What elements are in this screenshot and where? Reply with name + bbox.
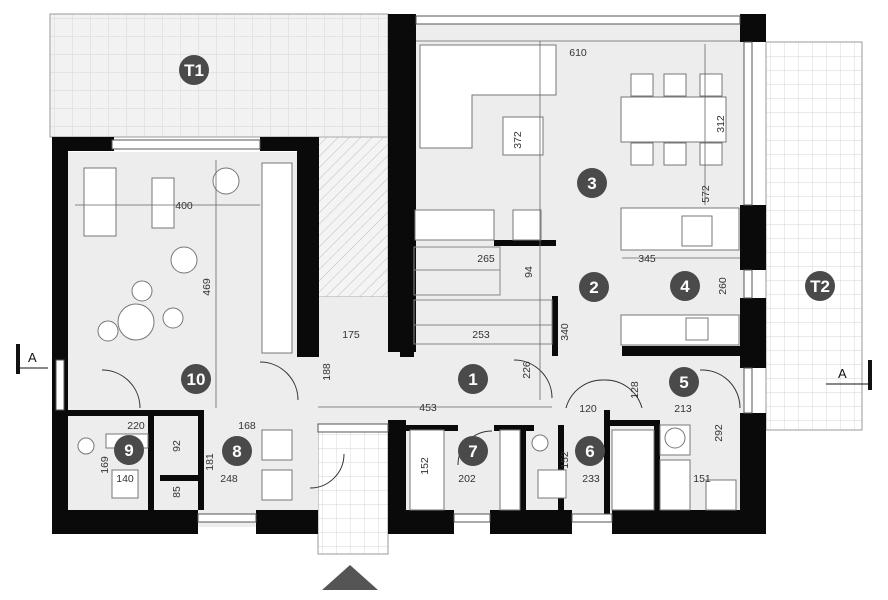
- svg-text:T2: T2: [810, 277, 830, 296]
- room-badge-t2: T2: [805, 271, 835, 301]
- dim-151: 151: [693, 473, 711, 485]
- dim-292: 292: [713, 424, 725, 442]
- dim-340: 340: [559, 323, 571, 341]
- svg-text:8: 8: [232, 442, 241, 461]
- dim-610: 610: [569, 47, 587, 59]
- room-badge-10: 10: [181, 364, 211, 394]
- dim-94: 94: [523, 266, 535, 278]
- shaft-hatch: [317, 136, 389, 298]
- svg-text:7: 7: [468, 442, 477, 461]
- room-badge-7: 7: [458, 436, 488, 466]
- room-badge-1: 1: [458, 364, 488, 394]
- svg-text:A: A: [28, 350, 37, 365]
- svg-text:T1: T1: [184, 61, 204, 80]
- svg-text:6: 6: [585, 442, 594, 461]
- dim-220: 220: [127, 420, 145, 432]
- dim-372: 372: [512, 131, 524, 149]
- dim-181: 181: [204, 453, 216, 471]
- dim-572: 572: [700, 185, 712, 203]
- dim-265: 265: [477, 253, 495, 265]
- room-badge-3: 3: [577, 168, 607, 198]
- dim-175: 175: [342, 329, 360, 341]
- dim-152-right: 152: [559, 451, 571, 469]
- terrace-t1: [49, 13, 389, 138]
- room-badge-8: 8: [222, 436, 252, 466]
- svg-text:1: 1: [468, 370, 477, 389]
- entrance-steps: [317, 431, 389, 555]
- dim-233: 233: [582, 473, 600, 485]
- room-badge-6: 6: [575, 436, 605, 466]
- dim-168: 168: [238, 420, 256, 432]
- dim-226: 226: [521, 361, 533, 379]
- walls: [52, 14, 766, 534]
- dim-120: 120: [579, 403, 597, 415]
- dim-128: 128: [629, 381, 641, 399]
- svg-text:10: 10: [187, 370, 206, 389]
- door-swings: [101, 359, 741, 489]
- room-badge-4: 4: [670, 271, 700, 301]
- dim-152-left: 152: [419, 457, 431, 475]
- dim-213: 213: [674, 403, 692, 415]
- dim-469: 469: [201, 278, 213, 296]
- dimension-lines: [75, 40, 740, 408]
- terrace-t2: [765, 41, 863, 431]
- section-marker-left: A: [16, 344, 48, 374]
- dim-400: 400: [175, 200, 193, 212]
- dim-188: 188: [321, 363, 333, 381]
- dim-248: 248: [220, 473, 238, 485]
- dim-453: 453: [419, 402, 437, 414]
- svg-text:9: 9: [124, 441, 133, 460]
- room-badge-2: 2: [579, 272, 609, 302]
- dimension-labels: 610 372 312 572 345 260 265 94 253 340 1…: [99, 47, 729, 498]
- dim-85: 85: [171, 486, 183, 498]
- dim-345: 345: [638, 253, 656, 265]
- stairs: [413, 246, 553, 345]
- dim-312: 312: [715, 115, 727, 133]
- room-badge-5: 5: [669, 367, 699, 397]
- room-badge-9: 9: [114, 435, 144, 465]
- dim-253: 253: [472, 329, 490, 341]
- dim-202: 202: [458, 473, 476, 485]
- dim-169: 169: [99, 456, 111, 474]
- svg-text:2: 2: [589, 278, 598, 297]
- room-badge-t1: T1: [179, 55, 209, 85]
- svg-text:3: 3: [587, 174, 596, 193]
- dim-92: 92: [171, 440, 183, 452]
- section-marker-right: A: [826, 360, 872, 390]
- svg-text:A: A: [838, 366, 847, 381]
- windows: [55, 15, 753, 523]
- dim-140: 140: [116, 473, 134, 485]
- room-badges: T1 T2 1 2 3 4 5 6: [114, 55, 835, 466]
- svg-text:5: 5: [679, 373, 688, 392]
- entrance-arrow-icon: [322, 565, 378, 590]
- dim-260: 260: [717, 277, 729, 295]
- furniture: [77, 44, 740, 511]
- svg-text:4: 4: [680, 277, 690, 296]
